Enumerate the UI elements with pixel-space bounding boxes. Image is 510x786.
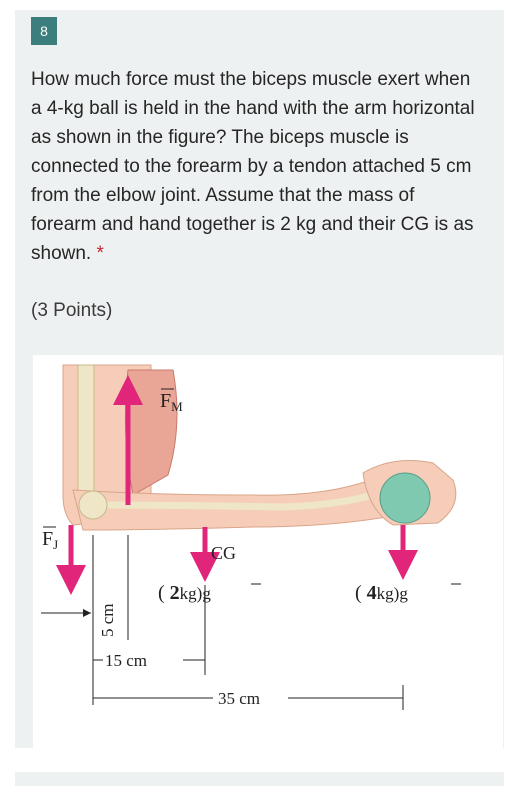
question-points: (3 Points) [31, 300, 113, 321]
question-body: How much force must the biceps muscle ex… [31, 69, 475, 264]
ball-weight-label: ( 4kg)g [355, 582, 408, 604]
cg-label: CG [211, 543, 236, 563]
elbow-joint [78, 490, 108, 520]
question-figure: FM FJ CG ( 2kg)g ( 4kg)g 5 cm [33, 355, 503, 748]
dim-35cm-label: 35 cm [218, 689, 260, 708]
dim-5cm-label: 5 cm [98, 603, 117, 637]
humerus-bone [77, 364, 95, 506]
required-mark: * [96, 243, 104, 264]
ball [379, 472, 431, 524]
arm-diagram: FM FJ CG ( 2kg)g ( 4kg)g 5 cm [41, 364, 461, 710]
fj-label: FJ [42, 528, 58, 552]
question-number-badge: 8 [31, 17, 57, 45]
dim-15cm-label: 15 cm [105, 651, 147, 670]
next-card-edge [15, 772, 504, 786]
forearm-bones [87, 489, 380, 511]
dim-5cm-arrowhead [83, 609, 91, 617]
forearm-weight-label: ( 2kg)g [158, 582, 211, 604]
fm-label: FM [160, 390, 183, 414]
question-text: How much force must the biceps muscle ex… [31, 65, 481, 268]
